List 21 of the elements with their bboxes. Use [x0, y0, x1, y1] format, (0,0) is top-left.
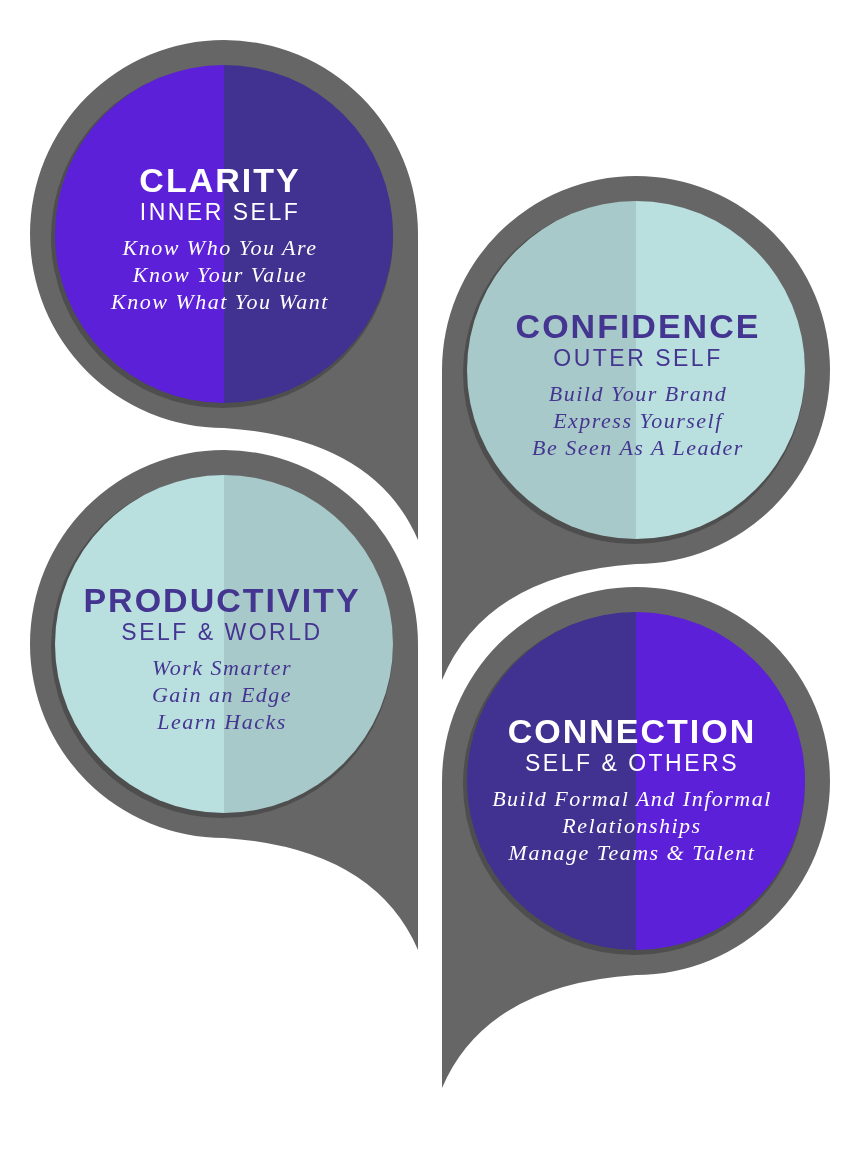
heading-text: CONNECTION — [507, 712, 757, 749]
heading-text: CONFIDENCE — [515, 307, 761, 344]
speech-bubble — [442, 587, 830, 1088]
item-text: Know What You Want — [111, 287, 329, 315]
item-text: Manage Teams & Talent — [508, 838, 756, 866]
item-text: Know Who You Are — [122, 233, 318, 261]
heading-text: PRODUCTIVITY — [83, 581, 361, 618]
item-text: Express Yourself — [553, 406, 723, 434]
item-text: Be Seen As A Leader — [532, 433, 744, 461]
subheading-text: SELF & WORLD — [121, 617, 323, 646]
item-text: Build Your Brand — [548, 379, 728, 407]
item-text: Work Smarter — [152, 653, 292, 681]
subheading-text: INNER SELF — [139, 197, 301, 226]
subheading-text: OUTER SELF — [553, 343, 723, 372]
speech-bubble — [30, 450, 418, 950]
subheading-text: SELF & OTHERS — [525, 748, 739, 777]
item-text: Build Formal And Informal Relationships — [491, 784, 773, 839]
item-text: Learn Hacks — [157, 707, 287, 735]
heading-text: CLARITY — [139, 161, 301, 198]
item-text: Know Your Value — [132, 260, 308, 288]
item-text: Gain an Edge — [151, 680, 293, 708]
